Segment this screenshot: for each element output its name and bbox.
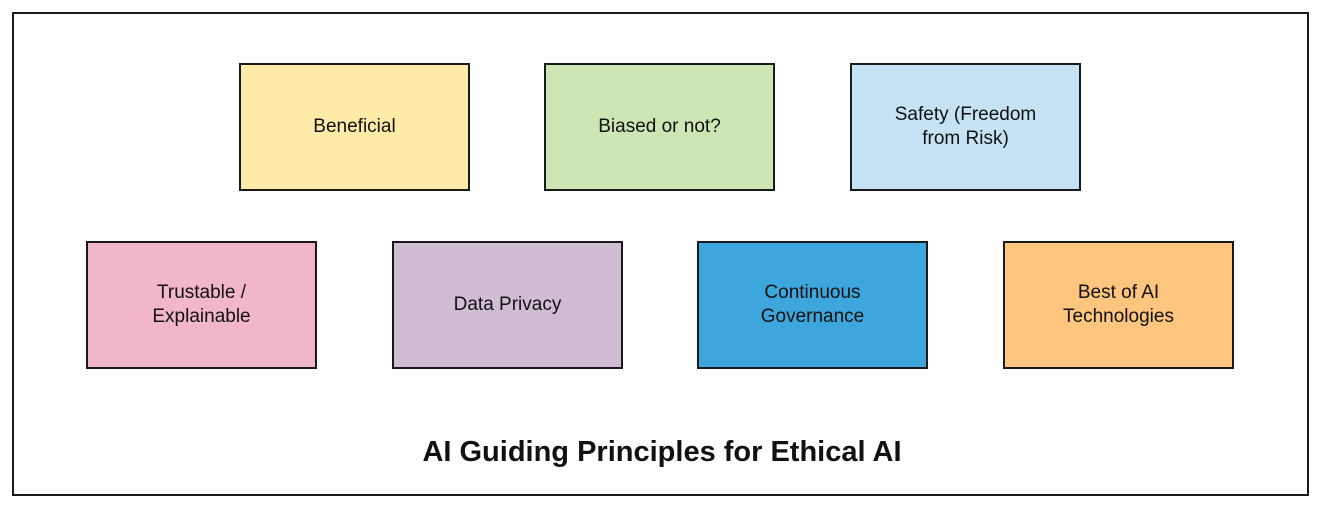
principle-box-beneficial: Beneficial xyxy=(239,63,470,191)
principle-box-continuous-governance: Continuous Governance xyxy=(697,241,928,369)
principle-box-best-of-ai: Best of AI Technologies xyxy=(1003,241,1234,369)
principle-box-biased-or-not: Biased or not? xyxy=(544,63,775,191)
principle-box-data-privacy: Data Privacy xyxy=(392,241,623,369)
principle-label: Trustable / Explainable xyxy=(152,282,251,327)
principle-label: Continuous Governance xyxy=(760,282,865,327)
principle-box-trustable: Trustable / Explainable xyxy=(86,241,317,369)
principle-label: Data Privacy xyxy=(453,294,562,315)
principle-label: Best of AI Technologies xyxy=(1063,282,1174,327)
principle-box-safety: Safety (Freedom from Risk) xyxy=(850,63,1081,191)
principle-label: Beneficial xyxy=(313,116,396,137)
diagram-caption: AI Guiding Principles for Ethical AI xyxy=(422,436,902,468)
principle-label: Safety (Freedom from Risk) xyxy=(894,104,1037,149)
principle-label: Biased or not? xyxy=(598,116,721,137)
